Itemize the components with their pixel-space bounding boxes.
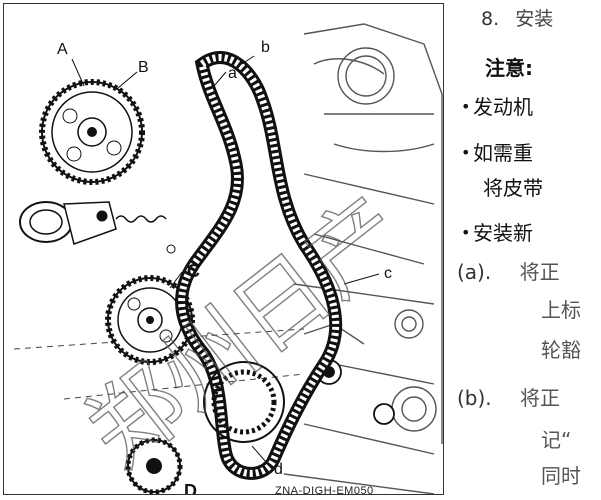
subitem-marker: (a). [457,260,492,284]
bullet-dot: • [461,223,471,242]
subitem-line: 将正 [519,260,560,284]
subitem-a: (a). 将正 [457,262,560,282]
bullet-text: 如需重 [473,141,533,165]
callout-c: c [384,265,392,282]
idler-pulleys [316,359,395,425]
sprocket-c [105,275,195,365]
callout-b: b [261,39,270,56]
step-number: 8. [481,8,500,30]
callout-B: B [138,59,149,76]
timing-belt [175,51,343,480]
bullet-item: •发动机 [461,97,533,117]
subitem-b: (b). 将正 [457,388,560,408]
note-heading: 注意: [485,56,533,80]
callout-D: D [184,481,197,495]
lower-pulley [203,361,285,443]
subitem-line: 同时 [541,464,581,488]
callout-d: d [274,461,283,478]
bullet-item: •如需重 [461,143,533,163]
step-heading: 8. 安装 [481,10,553,29]
subitem-line: 轮豁 [541,338,581,362]
step-title: 安装 [515,8,554,30]
sprocket-ab [39,79,145,185]
timing-belt-diagram: A B C D a b c d [3,3,444,495]
leader-lines [71,55,380,463]
subitem-marker: (b). [457,386,492,410]
tensioner-assembly [19,201,176,254]
instruction-text: 8. 安装 注意: •发动机 •如需重 将皮带 •安装新 (a). 将正 上标 … [455,0,601,497]
bullet-text: 安装新 [473,221,533,245]
callout-A: A [57,41,68,58]
subitem-line: 记“ [541,428,572,452]
figure-code: ZNA-DIGH-EM050 [275,485,374,497]
subitem-line: 上标 [541,298,581,322]
callout-a: a [228,65,237,82]
bullet-dot: • [461,143,471,162]
diagram-drawing [13,23,443,494]
bullet-continuation: 将皮带 [483,176,543,200]
bullet-text: 发动机 [473,95,533,119]
bullet-dot: • [461,97,471,116]
subitem-line: 将正 [520,386,561,410]
sprocket-d [125,437,183,494]
bullet-item: •安装新 [461,223,533,243]
callout-C: C [187,261,200,281]
